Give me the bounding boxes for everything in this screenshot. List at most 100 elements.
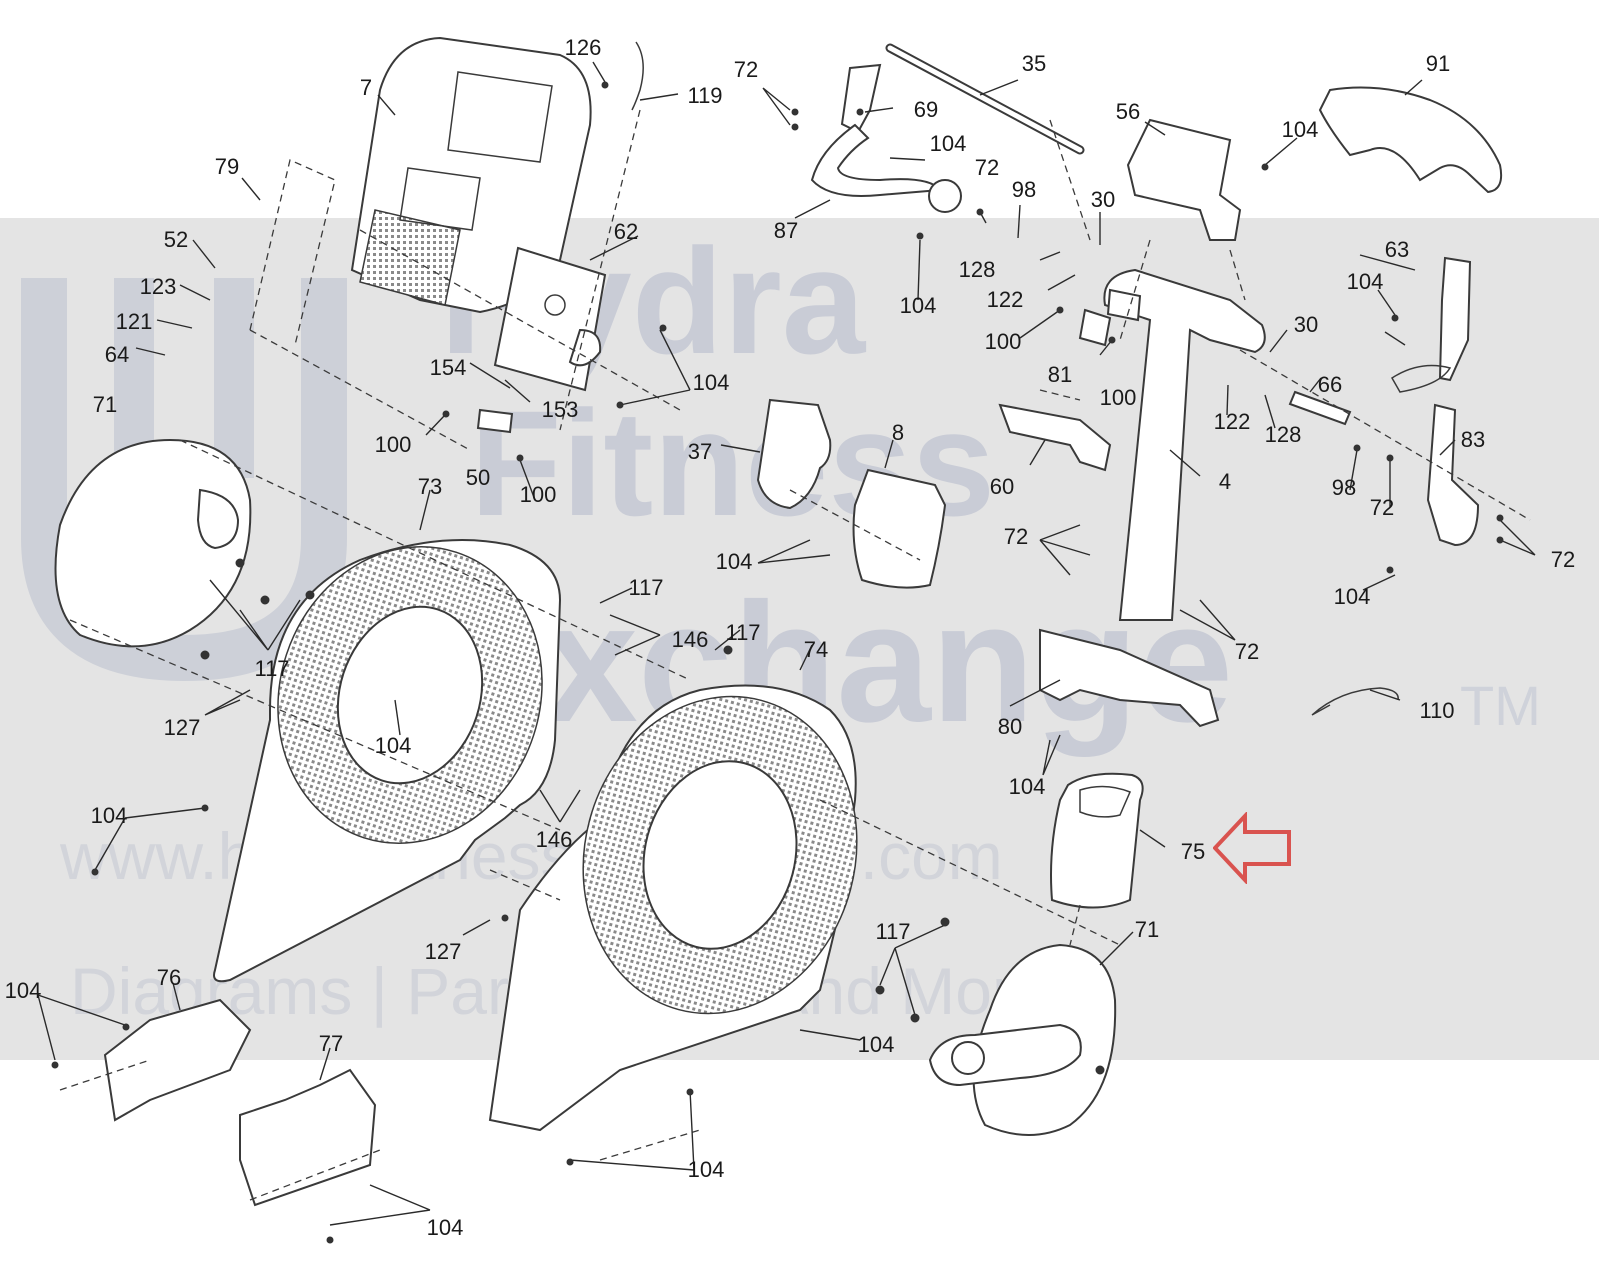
callout-label: 66 [1317,372,1343,397]
part-wire-harness [631,41,644,111]
callout-label: 104 [1281,117,1319,142]
callout-label: 8 [891,420,905,445]
callout-label: 128 [958,257,996,282]
callout-label: 104 [1008,774,1046,799]
callout-label: 52 [163,227,189,252]
part-handlebar [810,63,962,213]
callout-label: 63 [1384,237,1410,262]
callout-label: 100 [519,482,557,507]
part-rear-bracket [103,998,252,1122]
callout-label: 74 [803,637,829,662]
part-shroud-right [852,468,947,589]
callout-label: 104 [4,978,42,1003]
part-left-shroud [213,539,562,983]
highlight-arrow-shape [1213,812,1291,884]
callout-label: 104 [1346,269,1384,294]
watermark-trademark: TM [1460,674,1541,737]
callout-label: 72 [1550,547,1576,572]
part-right-shroud [488,684,858,1132]
part-sleeve [1050,772,1144,909]
part-base-housing [1039,628,1220,728]
callout-label: 104 [374,733,412,758]
callout-label: 122 [986,287,1024,312]
callout-label: 104 [715,549,753,574]
callout-label: 98 [1331,475,1357,500]
part-shroud-left [756,398,832,510]
callout-label: 100 [374,432,412,457]
callout-label: 56 [1115,99,1141,124]
callout-label: 104 [1333,584,1371,609]
callout-label: 75 [1180,839,1206,864]
callout-label: 4 [1218,469,1232,494]
part-cable [1311,687,1399,716]
callout-label: 154 [429,355,467,380]
callout-label: 119 [687,83,723,108]
part-lower-cover [998,403,1112,472]
callout-label: 37 [687,439,713,464]
callout-label: 146 [671,627,709,652]
callout-label: 104 [90,803,128,828]
callout-label: 104 [426,1215,464,1240]
callout-label: 153 [541,397,579,422]
callout-label: 62 [613,219,639,244]
callout-label: 121 [115,309,153,334]
callout-label: 146 [535,827,573,852]
callout-label: 104 [857,1032,895,1057]
callout-label: 72 [974,155,1000,180]
callout-label: 122 [1213,409,1251,434]
fasteners [51,81,1504,1244]
callout-label: 81 [1047,362,1073,387]
callout-label: 117 [725,620,761,645]
callout-label: 71 [92,392,118,417]
part-axle [1288,390,1352,426]
callout-label: 117 [254,656,290,681]
callout-label: 128 [1264,422,1302,447]
callout-label: 73 [417,474,443,499]
callout-label: 127 [424,939,462,964]
assembly-dashed-lines [59,109,1531,1201]
part-console-bracket [493,246,607,392]
callout-label: 104 [929,131,967,156]
callout-label: 100 [1099,385,1137,410]
callout-label: 30 [1293,312,1319,337]
callout-label: 7 [359,75,373,100]
callout-label: 76 [156,965,182,990]
callout-label: 30 [1090,187,1116,212]
part-top-cover [1318,86,1503,194]
callout-label: 72 [733,57,759,82]
callout-label: 104 [687,1157,725,1182]
callout-label: 83 [1460,427,1486,452]
callout-label: 104 [899,293,937,318]
part-side-handle [1390,256,1480,547]
callout-leader-lines [37,61,1536,1226]
callout-label: 110 [1419,698,1455,723]
part-crank-disc-right [928,943,1117,1136]
callout-label: 80 [997,714,1023,739]
callout-label: 64 [104,342,130,367]
callout-label: 72 [1003,524,1029,549]
part-upper-cover [1126,118,1242,241]
callout-label: 104 [692,370,730,395]
callout-label: 72 [1369,495,1395,520]
callout-label: 72 [1234,639,1260,664]
callout-label: 87 [773,218,799,243]
part-bracket [1078,308,1112,347]
callout-label: 79 [214,154,240,179]
callout-label: 77 [318,1031,344,1056]
callout-label: 117 [875,919,911,944]
callout-label: 69 [913,97,939,122]
part-rear-cover [239,1068,377,1207]
callout-label: 127 [163,715,201,740]
callout-label: 123 [139,274,177,299]
callout-label: 126 [564,35,602,60]
callout-label: 117 [628,575,664,600]
callout-label: 91 [1425,51,1451,76]
highlight-arrow-icon [1213,812,1291,884]
callout-label: 71 [1134,917,1160,942]
callout-label: 100 [984,329,1022,354]
callout-label: 60 [989,474,1015,499]
callout-label: 35 [1021,51,1047,76]
part-mount-plate [476,408,514,434]
